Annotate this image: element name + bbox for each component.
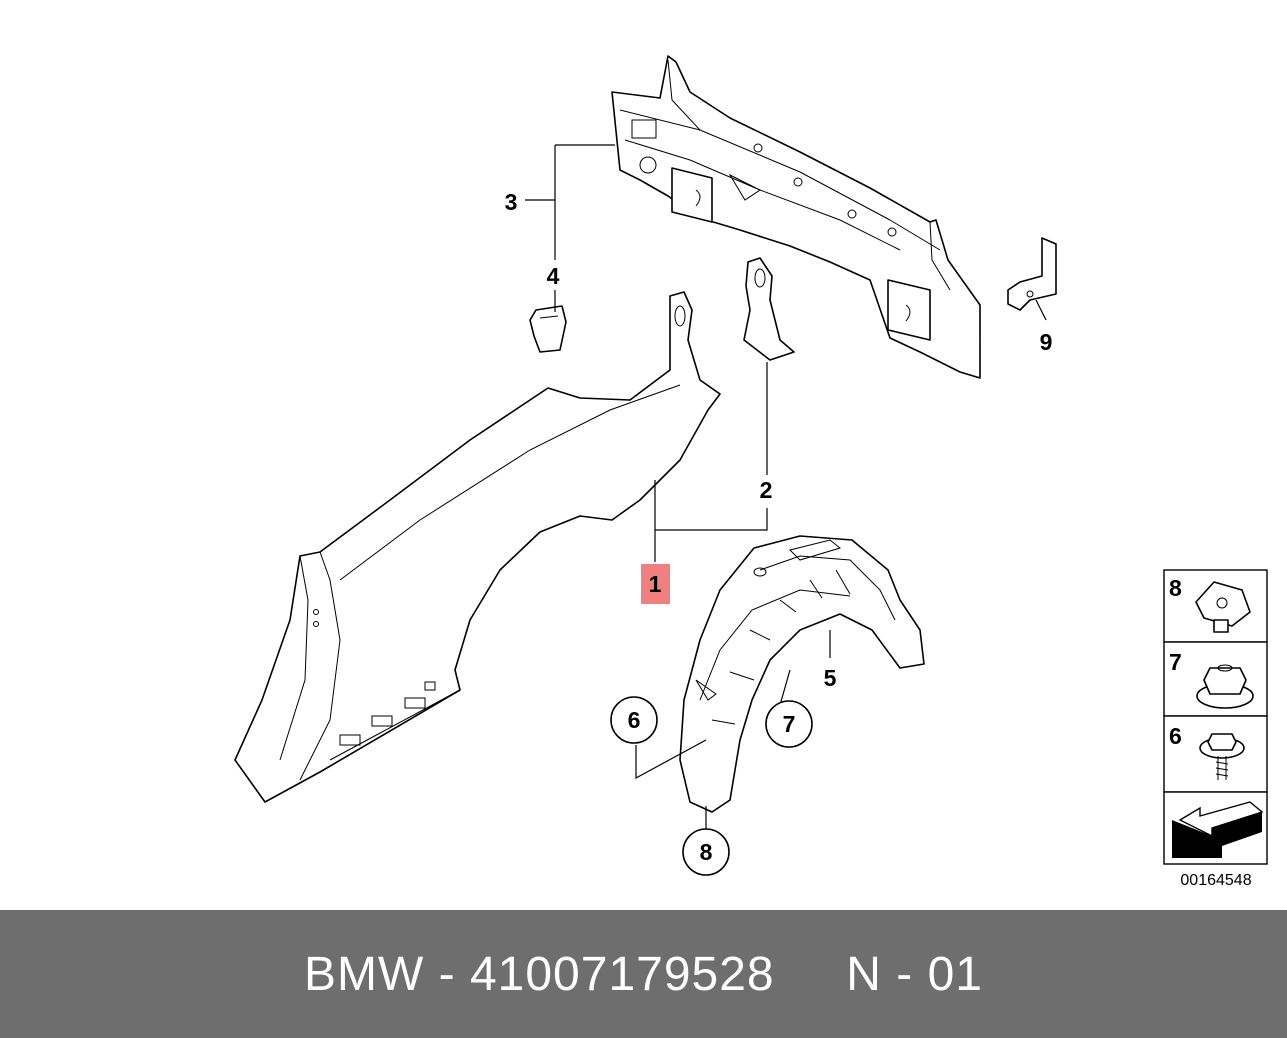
callout-1-highlight (641, 564, 670, 604)
callout-6-circle (610, 696, 658, 744)
part-number-caption: BMW - 41007179528 N - 01 (304, 947, 983, 1001)
legend-number-8: 8 (1169, 575, 1182, 601)
clip-nut-icon (1195, 581, 1251, 633)
wheel-arch-liner-part (679, 535, 925, 813)
callout-7-circle (765, 700, 813, 748)
flange-nut-icon (1196, 664, 1254, 709)
callout-8: 8 (700, 839, 713, 865)
callout-6: 6 (628, 707, 641, 733)
legend-number-7: 7 (1169, 649, 1182, 675)
reference-number: 00164548 (1180, 872, 1251, 889)
callout-2: 2 (760, 477, 773, 503)
pillar-piece-part (743, 257, 795, 361)
side-panel-part (234, 291, 721, 803)
direction-arrow-icon (1172, 801, 1264, 858)
callout-1: 1 (649, 571, 662, 597)
footer-bar: BMW - 41007179528 N - 01 (0, 910, 1287, 1038)
rear-panel-part (611, 55, 981, 379)
callout-labels: 3 4 9 2 1 5 6 7 8 (505, 189, 1053, 876)
callout-7: 7 (783, 711, 796, 737)
callout-3: 3 (505, 189, 518, 215)
parts-diagram: 3 4 9 2 1 5 6 7 8 8 7 6 (234, 55, 1268, 889)
leader-lines (525, 144, 1047, 830)
callout-8-circle (682, 828, 730, 876)
bracket-part (1007, 237, 1057, 311)
fastener-legend: 8 7 6 00164548 (1163, 569, 1268, 889)
callout-5: 5 (824, 665, 837, 691)
legend-number-6: 6 (1169, 723, 1182, 749)
clip-part (529, 305, 567, 353)
flange-screw-icon (1199, 733, 1245, 780)
callout-9: 9 (1040, 329, 1053, 355)
callout-4: 4 (547, 263, 560, 289)
